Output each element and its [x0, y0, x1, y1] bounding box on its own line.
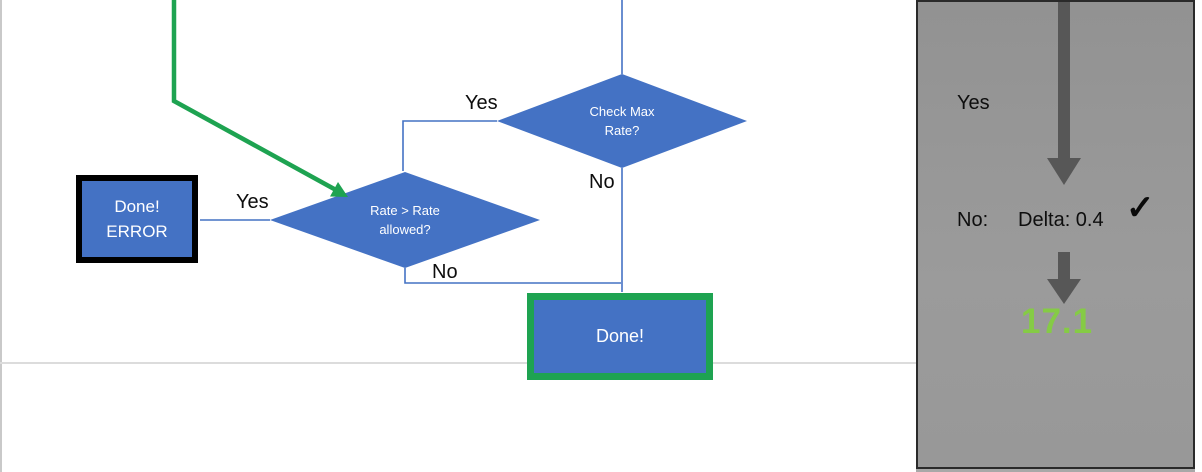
done-error-node[interactable]: Done! ERROR	[76, 175, 198, 263]
label-check-no: No	[589, 171, 615, 193]
connector-rate-no	[404, 268, 621, 284]
connector-check-yes	[402, 120, 497, 171]
down-arrow-long-icon	[1047, 2, 1081, 185]
label-rate-no: No	[432, 261, 458, 283]
result-value: 17.1	[1021, 302, 1094, 341]
side-panel: Yes No: Delta: 0.4 ✓ 17.1	[916, 0, 1195, 469]
panel-yes-label: Yes	[957, 92, 990, 114]
rate-allowed-label: Rate > Rate allowed?	[370, 203, 440, 237]
checkmark-icon: ✓	[1126, 189, 1155, 227]
check-max-rate-label: Check Max Rate?	[589, 104, 655, 138]
canvas-bottom-edge	[0, 362, 916, 364]
panel-no-label: No:	[957, 209, 989, 231]
done-node[interactable]: Done!	[527, 293, 713, 380]
label-check-yes: Yes	[465, 92, 498, 114]
panel-bottom-strip	[916, 469, 1195, 472]
panel-delta-value: Delta: 0.4	[1018, 209, 1104, 231]
check-max-rate-diamond[interactable]	[497, 74, 747, 168]
down-arrow-short-icon	[1047, 252, 1081, 304]
canvas-left-edge	[0, 0, 2, 472]
green-flow-arrow	[171, 0, 348, 197]
label-rate-yes: Yes	[236, 191, 269, 213]
